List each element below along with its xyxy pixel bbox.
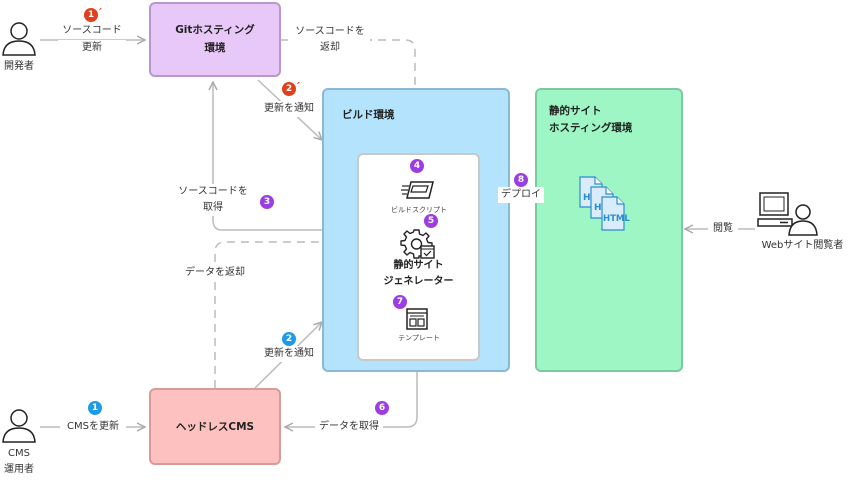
get-data-label: データを取得 — [315, 419, 383, 435]
step-badge-2-prime: 2 — [282, 82, 296, 96]
developer-icon — [2, 22, 36, 56]
cms-operator-label-2: 運用者 — [4, 464, 34, 475]
cms-operator-label-1: CMS — [8, 448, 30, 459]
ssg-label-2: ジェネレーター — [383, 276, 454, 287]
notify-update-git-label: 更新を通知 — [260, 101, 318, 117]
static-hosting-line1: 静的サイト — [549, 105, 602, 117]
step-badge-4: 4 — [410, 159, 424, 173]
return-source-label-1: ソースコードを — [290, 24, 370, 40]
step-badge-2: 2 — [282, 332, 296, 346]
update-cms-label: CMSを更新 — [60, 419, 126, 435]
html-icon-text: HTML — [603, 214, 630, 224]
source-update-label-1: ソースコード — [58, 23, 126, 39]
git-hosting-line1: Gitホスティング — [175, 24, 255, 36]
return-data-label: データを返却 — [180, 265, 250, 281]
headless-cms-label: ヘッドレスCMS — [175, 421, 255, 433]
template-label: テンプレート — [398, 334, 440, 342]
get-source-label-1: ソースコードを — [172, 184, 254, 200]
headless-cms-node — [149, 388, 281, 465]
web-viewer-label: Webサイト閲覧者 — [761, 240, 844, 251]
edge-get-source — [213, 82, 355, 231]
prime-mark: ′ — [297, 80, 300, 93]
step-badge-8: 8 — [514, 173, 528, 187]
deploy-label: デプロイ — [498, 187, 544, 203]
template-icon — [406, 308, 428, 330]
step-badge-6: 6 — [375, 401, 389, 415]
developer-label: 開発者 — [4, 61, 34, 72]
prime-mark: ′ — [99, 6, 102, 19]
static-hosting-line2: ホスティング環境 — [549, 122, 633, 134]
svg-text:H: H — [583, 193, 591, 203]
step-badge-1-prime: 1 — [84, 8, 98, 22]
step-badge-5: 5 — [424, 214, 438, 228]
git-hosting-line2: 環境 — [204, 42, 226, 54]
step-badge-1: 1 — [88, 401, 102, 415]
build-script-icon — [401, 181, 434, 199]
source-update-label-2: 更新 — [58, 40, 126, 56]
svg-text:H: H — [594, 203, 602, 213]
return-source-label-2: 返却 — [290, 40, 370, 56]
step-badge-7: 7 — [393, 295, 407, 309]
cms-operator-icon — [2, 409, 36, 443]
edge-get-data — [285, 360, 418, 427]
build-script-label: ビルドスクリプト — [391, 206, 447, 214]
git-hosting-node — [149, 2, 281, 77]
browse-label: 閲覧 — [708, 221, 738, 237]
ssg-label-1: 静的サイト — [393, 260, 444, 271]
build-environment-title: ビルド環境 — [342, 109, 395, 121]
notify-update-cms-label: 更新を通知 — [260, 346, 318, 362]
step-badge-3: 3 — [260, 195, 274, 209]
get-source-label-2: 取得 — [172, 200, 254, 216]
html-files-icon: H H HTML — [579, 176, 630, 231]
edge-return-data — [214, 242, 400, 388]
gear-icon — [400, 229, 435, 259]
web-viewer-icon — [757, 192, 818, 236]
edge-return-source — [280, 39, 415, 155]
